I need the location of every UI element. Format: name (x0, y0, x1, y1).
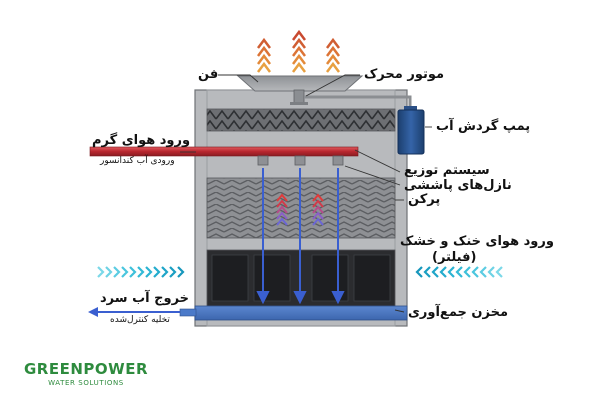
fan-label: فن (198, 67, 219, 82)
fill-label: پرکن (408, 192, 441, 207)
distribution-system-label: سیستم توزیع (404, 163, 490, 178)
collection-basin-label: مخزن جمع‌آوری (408, 305, 509, 320)
cool-dry-air-inlet-label: ورود هوای خنک و خشک (400, 234, 554, 249)
falling-water-lines (256, 168, 345, 305)
leader-lines (180, 74, 432, 313)
hot-water-pipe (89, 146, 359, 157)
fan-housing (236, 75, 364, 92)
heat-exchange-arrows (276, 193, 324, 226)
collection-basin (194, 305, 408, 321)
controlled-drain-label: تخلیه کنترل‌شده (110, 315, 170, 325)
motor (293, 89, 305, 105)
brand-logo: GREENPOWER WATER SOLUTIONS (24, 360, 148, 388)
circulation-pump (397, 106, 425, 155)
cool-air-inlet-arrows (97, 266, 503, 278)
drift-eliminator (206, 108, 396, 132)
condenser-water-inlet-label: ورودی آب کندانسور (100, 156, 175, 166)
cold-water-outlet-label: خروج آب سرد (100, 291, 190, 306)
circulation-pump-label: پمپ گردش آب (436, 119, 531, 134)
filter-label: (فیلتر) (432, 250, 477, 265)
spray-nozzles-label: نازل‌های پاششی (404, 178, 512, 193)
spray-nozzles (257, 155, 344, 166)
hot-air-inlet-label: ورود هوای گرم (92, 133, 191, 148)
cold-water-outlet-pipe (179, 308, 197, 317)
motor-label: موتور محرک (364, 67, 445, 82)
cold-water-outlet-arrow (88, 307, 180, 317)
brand-tagline: WATER SOLUTIONS (48, 379, 124, 387)
exhaust-air-arrows (257, 29, 340, 73)
brand-name: GREENPOWER (24, 360, 148, 378)
